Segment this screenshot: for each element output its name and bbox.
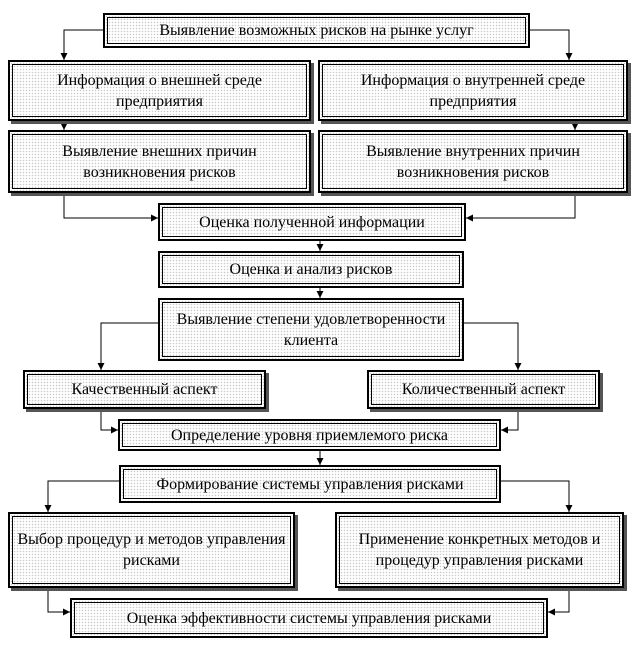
arrow-b1-b2 xyxy=(60,29,103,60)
arrow-b12-b13 xyxy=(44,480,119,512)
arrow-b8-b9 xyxy=(97,322,158,370)
arrow-b10-b11 xyxy=(501,409,519,434)
box-label: Выявление возможных рисков на рынке услу… xyxy=(159,22,474,39)
box-label: Оценка и анализ рисков xyxy=(229,261,393,278)
arrow-b9-b11 xyxy=(100,409,118,434)
box-label: Выявление степени удовлетворенности клие… xyxy=(176,310,446,349)
box-external-environment-info: Информация о внешней среде предприятия xyxy=(8,60,311,121)
box-identify-market-risks: Выявление возможных рисков на рынке услу… xyxy=(103,13,530,48)
box-label: Информация о внутренней среде предприяти… xyxy=(360,71,586,110)
box-qualitative-aspect: Качественный аспект xyxy=(23,370,266,409)
arrow-b5-b6 xyxy=(466,193,576,222)
arrow-b12-b14 xyxy=(501,480,573,512)
box-apply-specific-methods: Применение конкретных методов и процедур… xyxy=(335,512,624,588)
arrow-b8-b10 xyxy=(464,322,522,370)
arrow-b14-b15 xyxy=(548,588,570,616)
box-label: Качественный аспект xyxy=(71,381,218,398)
box-procedure-method-selection: Выбор процедур и методов управления риск… xyxy=(8,512,295,588)
box-label: Количественный аспект xyxy=(401,381,566,398)
box-client-satisfaction: Выявление степени удовлетворенности клие… xyxy=(158,298,464,361)
box-acceptable-risk-level: Определение уровня приемлемого риска xyxy=(118,419,501,451)
arrow-b4-b6 xyxy=(63,193,158,222)
box-information-assessment: Оценка полученной информации xyxy=(158,203,466,241)
box-label: Выбор процедур и методов управления риск… xyxy=(17,531,286,569)
box-risk-assessment-analysis: Оценка и анализ рисков xyxy=(158,251,464,288)
box-label: Определение уровня приемлемого риска xyxy=(170,426,449,444)
box-label: Выявление внешних причин возникновения р… xyxy=(62,142,257,181)
box-label: Применение конкретных методов и процедур… xyxy=(358,531,601,569)
box-external-risk-causes: Выявление внешних причин возникновения р… xyxy=(8,130,311,193)
box-quantitative-aspect: Количественный аспект xyxy=(367,370,600,409)
box-internal-risk-causes: Выявление внутренних причин возникновени… xyxy=(318,130,628,193)
box-label: Информация о внешней среде предприятия xyxy=(57,71,262,110)
box-label: Оценка эффективности системы управления … xyxy=(126,609,492,627)
arrow-b13-b15 xyxy=(47,588,70,616)
box-internal-environment-info: Информация о внутренней среде предприяти… xyxy=(318,60,628,121)
box-system-effectiveness-evaluation: Оценка эффективности системы управления … xyxy=(70,598,548,638)
box-risk-management-system: Формирование системы управления рисками xyxy=(119,465,501,503)
box-label: Оценка полученной информации xyxy=(199,213,425,231)
arrow-b1-b3 xyxy=(530,29,573,60)
box-label: Формирование системы управления рисками xyxy=(156,475,464,493)
box-label: Выявление внутренних причин возникновени… xyxy=(366,142,580,181)
